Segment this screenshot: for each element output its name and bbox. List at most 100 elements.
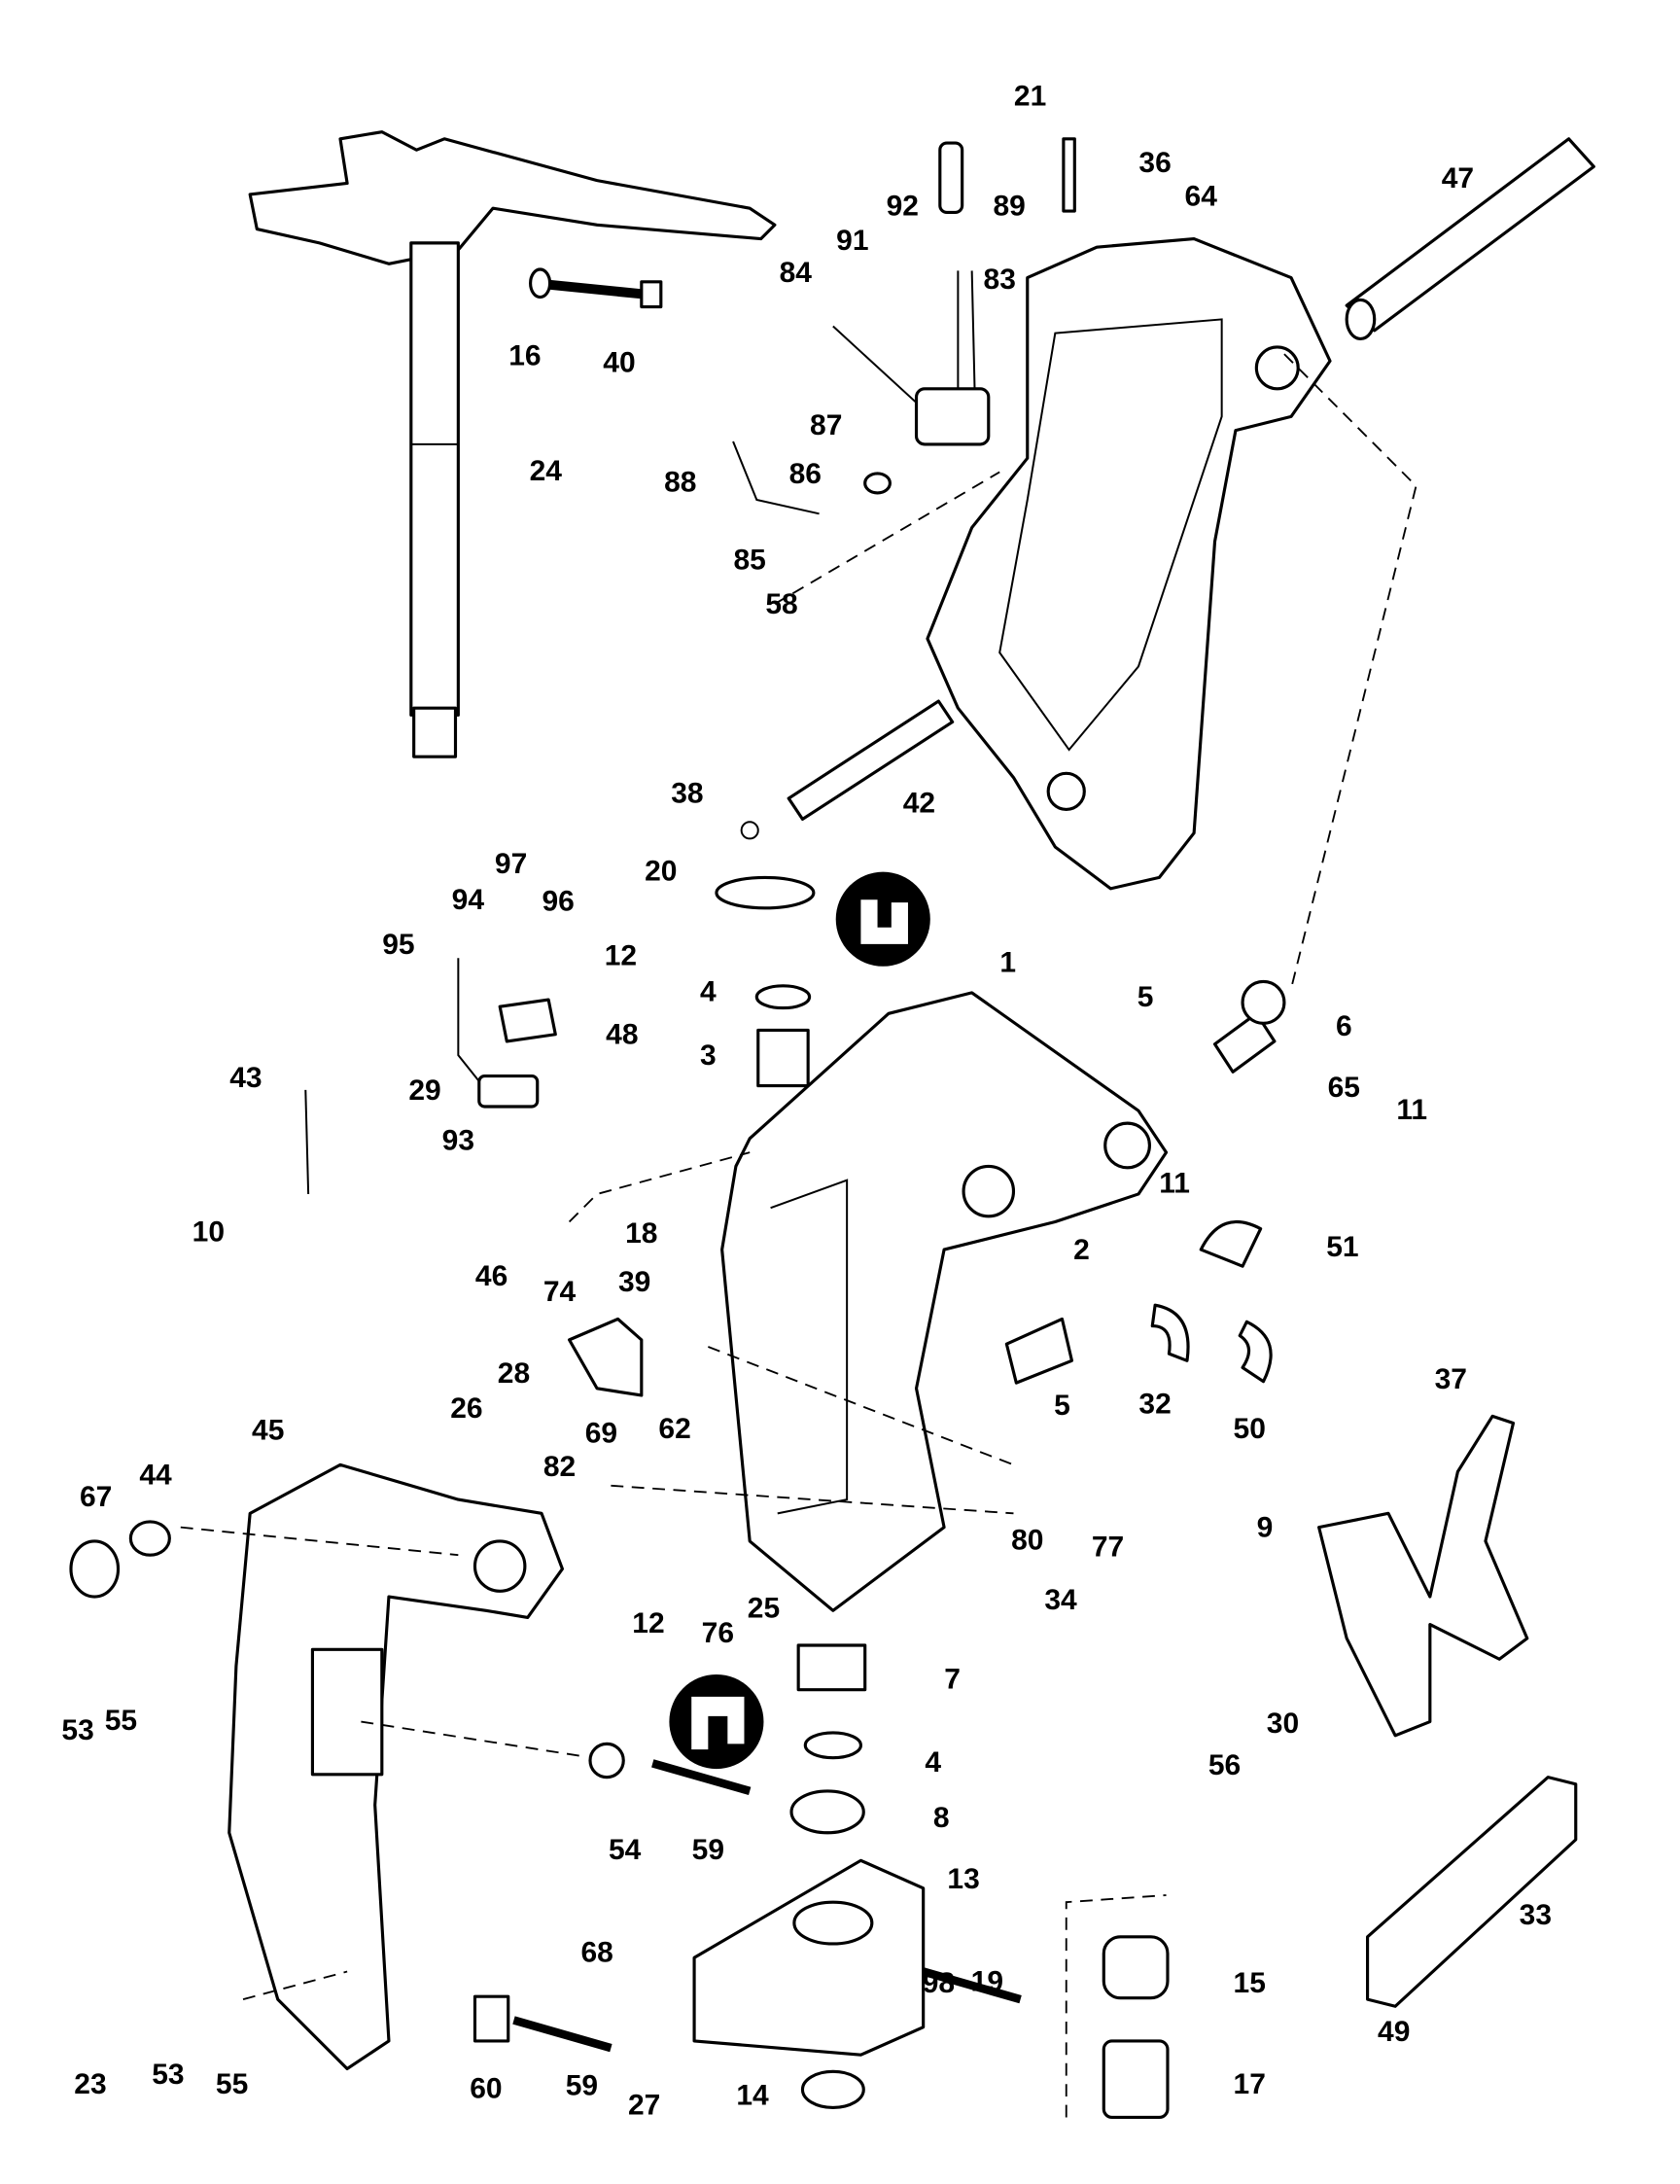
part-label-9: 9 (1257, 1512, 1274, 1544)
part-label-25: 25 (748, 1592, 780, 1624)
part-label-97: 97 (495, 848, 527, 880)
part-label-49: 49 (1378, 2016, 1410, 2048)
bolt-59-lower-part (512, 2016, 612, 2053)
pad-33-part (1366, 1776, 1578, 2008)
part-label-76: 76 (702, 1617, 734, 1649)
washer-6-part (1241, 979, 1286, 1025)
part-label-4: 4 (700, 975, 717, 1007)
part-label-51: 51 (1326, 1231, 1358, 1263)
part-label-28: 28 (498, 1357, 530, 1390)
pin-42-part (787, 699, 955, 821)
part-label-60: 60 (470, 2072, 502, 2104)
part-label-53: 53 (152, 2059, 184, 2091)
part-label-4: 4 (925, 1746, 941, 1779)
housing-13-part (692, 1858, 926, 2057)
part-label-23: 23 (74, 2068, 106, 2100)
part-label-92: 92 (887, 190, 919, 222)
bushing-3-part (756, 1028, 810, 1088)
bushing-5-lower-part (1004, 1317, 1074, 1385)
steering-arm-part (248, 130, 777, 758)
nut-44-part (128, 1520, 171, 1557)
nut-14-part (800, 2069, 865, 2110)
part-label-65: 65 (1328, 1072, 1360, 1104)
swivel-bracket-64-part (926, 237, 1332, 891)
part-label-12: 12 (605, 939, 637, 971)
part-label-44: 44 (139, 1459, 172, 1491)
part-label-83: 83 (984, 264, 1016, 296)
part-label-29: 29 (408, 1074, 440, 1107)
stern-bracket-45-part (228, 1462, 565, 2071)
part-label-86: 86 (789, 458, 822, 490)
block-39-part (567, 1317, 644, 1397)
trim-switch-93-part (457, 958, 557, 1109)
part-label-53: 53 (61, 1714, 93, 1746)
part-label-74: 74 (543, 1276, 577, 1308)
tilt-support-37-part (1317, 1414, 1529, 1738)
part-label-5: 5 (1054, 1390, 1070, 1422)
wire-43-part (304, 1089, 310, 1194)
part-label-27: 27 (628, 2090, 660, 2122)
part-label-26: 26 (450, 1392, 482, 1425)
part-label-43: 43 (229, 1062, 262, 1094)
part-label-36: 36 (1138, 147, 1171, 179)
plug-21-part (938, 141, 964, 215)
washer-54-part (588, 1742, 625, 1779)
kit-bracket-line (1065, 1894, 1167, 2118)
trim-sender-part (732, 270, 991, 515)
grease-gun-icon (669, 1673, 764, 1770)
part-label-69: 69 (585, 1418, 617, 1450)
part-label-62: 62 (658, 1413, 690, 1445)
part-label-30: 30 (1267, 1708, 1299, 1740)
part-label-17: 17 (1234, 2068, 1266, 2100)
part-label-77: 77 (1092, 1532, 1124, 1564)
part-label-16: 16 (508, 340, 541, 372)
bolt-19-part (922, 1967, 1022, 2004)
part-label-82: 82 (543, 1451, 576, 1483)
part-label-13: 13 (947, 1863, 979, 1895)
part-label-38: 38 (671, 777, 703, 809)
seal-4-upper-part (754, 984, 812, 1010)
part-label-24: 24 (530, 455, 563, 487)
part-label-5: 5 (1138, 981, 1154, 1013)
part-label-20: 20 (645, 855, 677, 887)
bearing-8-part (789, 1789, 865, 1835)
part-label-54: 54 (609, 1834, 642, 1866)
part-label-39: 39 (618, 1266, 650, 1298)
part-label-3: 3 (700, 1039, 717, 1072)
part-label-67: 67 (80, 1481, 112, 1513)
cap-67-part (69, 1539, 121, 1599)
part-label-68: 68 (580, 1937, 612, 1969)
part-label-15: 15 (1234, 1967, 1266, 1999)
plate-50-part (1238, 1320, 1273, 1384)
part-label-12: 12 (632, 1607, 664, 1639)
part-label-19: 19 (971, 1966, 1003, 1998)
part-label-95: 95 (382, 929, 414, 961)
bushing-5-upper-part (1212, 1011, 1277, 1074)
bumper-15-part (1102, 1935, 1170, 2000)
part-label-93: 93 (442, 1124, 474, 1156)
spacer-17-part (1102, 2039, 1170, 2120)
part-label-21: 21 (1014, 81, 1046, 113)
part-label-55: 55 (216, 2068, 248, 2100)
part-label-64: 64 (1185, 180, 1218, 212)
sealant-tube-icon (835, 871, 930, 967)
part-label-55: 55 (105, 1705, 137, 1737)
swivel-bracket-1-part (720, 991, 1169, 1612)
part-label-34: 34 (1044, 1584, 1077, 1616)
part-label-91: 91 (836, 225, 868, 257)
part-label-11: 11 (1396, 1094, 1427, 1126)
part-label-56: 56 (1208, 1749, 1241, 1781)
plate-32-part (1150, 1303, 1190, 1362)
part-label-42: 42 (903, 787, 935, 819)
part-label-11: 11 (1159, 1168, 1190, 1200)
part-label-87: 87 (810, 409, 842, 441)
part-label-40: 40 (603, 347, 635, 379)
part-label-89: 89 (994, 190, 1026, 222)
bushing-7-part (796, 1643, 867, 1692)
part-label-2: 2 (1073, 1234, 1090, 1266)
part-label-59: 59 (566, 2070, 598, 2102)
part-label-8: 8 (933, 1802, 950, 1834)
part-label-6: 6 (1336, 1010, 1352, 1042)
